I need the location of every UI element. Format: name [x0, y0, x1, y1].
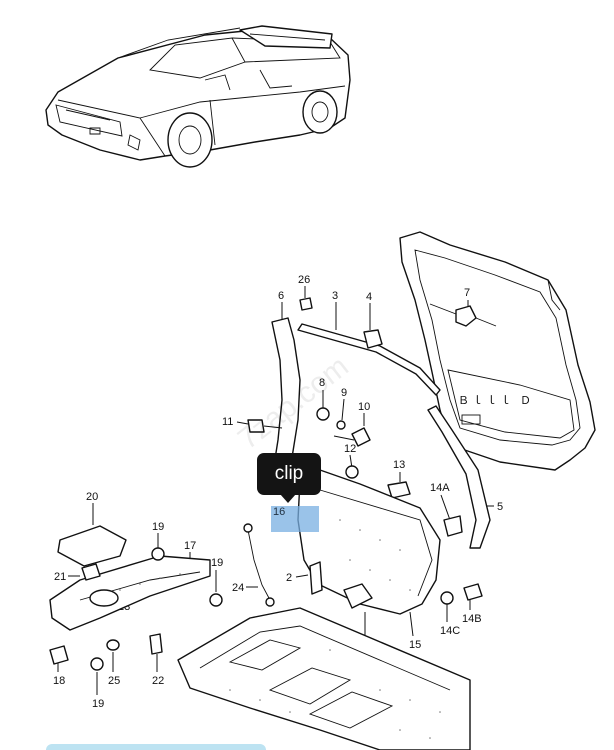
callout-7[interactable]: 7 [464, 287, 470, 299]
tailgate-frame: Ｂｌｌｌ Ｄ [399, 231, 596, 471]
part-18-cap[interactable] [49, 645, 69, 665]
callout-20[interactable]: 20 [86, 491, 98, 503]
callout-13[interactable]: 13 [393, 459, 405, 471]
callout-10[interactable]: 10 [358, 401, 370, 413]
part-20-bracket[interactable] [57, 525, 127, 567]
part-12-clip[interactable] [345, 465, 359, 479]
part-23-plug[interactable] [89, 589, 119, 607]
part-13-clip[interactable] [387, 481, 411, 499]
part-11-screw[interactable] [247, 419, 265, 433]
callout-22[interactable]: 22 [152, 675, 164, 687]
callout-15[interactable]: 15 [409, 639, 421, 651]
part-17-rail[interactable] [49, 555, 211, 631]
part-5-strip[interactable] [427, 405, 491, 549]
callout-19a[interactable]: 19 [152, 521, 164, 533]
part-26-clip[interactable] [299, 297, 313, 311]
callout-4[interactable]: 4 [366, 291, 372, 303]
part-8-pin[interactable] [316, 407, 330, 421]
tooltip-text: clip [274, 463, 304, 484]
callout-2[interactable]: 2 [286, 572, 292, 584]
callout-5[interactable]: 5 [497, 501, 503, 513]
bottom-bar[interactable] [46, 744, 266, 750]
part-22-screw[interactable] [149, 633, 163, 655]
part-1-trim-panel[interactable] [297, 469, 441, 615]
part-19b-nut[interactable] [209, 593, 223, 607]
tooltip: clip [257, 453, 321, 495]
callout-14c[interactable]: 14C [440, 625, 460, 637]
callout-labels: 26 6 3 4 7 8 9 10 11 12 13 14A 5 20 19 1… [53, 274, 503, 710]
floor-panel[interactable] [177, 607, 471, 750]
highlighted-part-region[interactable] [271, 506, 319, 532]
car-illustration [45, 25, 351, 168]
callout-12[interactable]: 12 [344, 443, 356, 455]
callout-24[interactable]: 24 [232, 582, 244, 594]
callout-14b[interactable]: 14B [462, 613, 482, 625]
part-19a-nut[interactable] [151, 547, 165, 561]
trim-panel-texture [339, 519, 411, 591]
callout-9[interactable]: 9 [341, 387, 347, 399]
part-9-washer[interactable] [336, 420, 346, 430]
callout-19c[interactable]: 19 [92, 698, 104, 710]
callout-18[interactable]: 18 [53, 675, 65, 687]
part-1-bracket[interactable] [343, 583, 373, 609]
part-4-clip[interactable] [363, 329, 383, 349]
part-10-screw[interactable] [351, 427, 371, 447]
part-7-clip[interactable] [455, 305, 477, 327]
callout-26[interactable]: 26 [298, 274, 310, 286]
part-25-washer[interactable] [106, 639, 120, 651]
part-2-fastener[interactable] [309, 561, 323, 595]
part-3-rail[interactable] [297, 323, 441, 396]
callout-11[interactable]: 11 [222, 416, 233, 428]
tooltip-pointer [280, 494, 296, 503]
callout-19b[interactable]: 19 [211, 557, 223, 569]
part-14a-clip[interactable] [443, 515, 463, 537]
callout-17[interactable]: 17 [184, 540, 196, 552]
svg-text:Ｂｌｌｌ Ｄ: Ｂｌｌｌ Ｄ [458, 395, 534, 407]
part-21-clip[interactable] [81, 563, 101, 581]
callout-6[interactable]: 6 [278, 290, 284, 302]
part-14c-grommet[interactable] [440, 591, 454, 605]
callout-21[interactable]: 21 [54, 571, 66, 583]
callout-14a[interactable]: 14A [430, 482, 450, 494]
callout-25[interactable]: 25 [108, 675, 120, 687]
callout-3[interactable]: 3 [332, 290, 338, 302]
leader-lines [57, 286, 494, 695]
part-24-rod[interactable] [247, 529, 271, 601]
callout-8[interactable]: 8 [319, 377, 325, 389]
part-19c-nut[interactable] [90, 657, 104, 671]
part-14b-screw[interactable] [463, 583, 483, 601]
highlighted-callout-16[interactable]: 16 [273, 506, 286, 518]
